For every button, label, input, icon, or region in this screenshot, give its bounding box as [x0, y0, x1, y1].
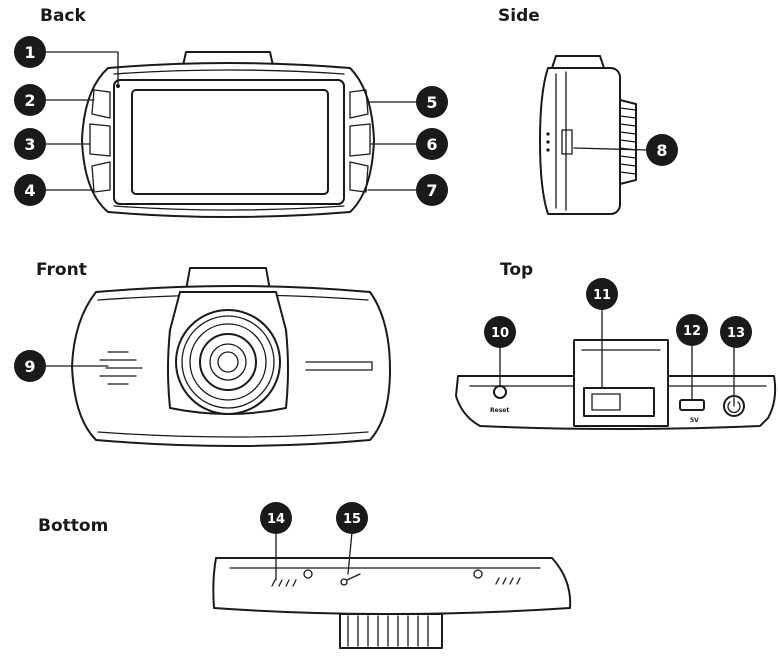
svg-text:10: 10	[491, 326, 509, 341]
callout-6: 6	[369, 128, 448, 160]
svg-text:11: 11	[593, 288, 611, 303]
svg-text:13: 13	[727, 326, 745, 341]
callout-15: 15	[336, 502, 368, 534]
label-top: Top	[500, 260, 534, 280]
callout-7: 7	[367, 174, 448, 206]
svg-text:4: 4	[24, 181, 35, 200]
svg-text:8: 8	[656, 141, 667, 160]
front-view	[45, 267, 391, 447]
svg-text:14: 14	[267, 512, 285, 527]
svg-text:15: 15	[343, 512, 361, 527]
svg-text:3: 3	[24, 135, 35, 154]
bottom-view	[212, 531, 572, 649]
callout-11: 11	[586, 278, 618, 310]
callout-4: 4	[14, 174, 95, 206]
usb-voltage-marking: 5V	[690, 417, 699, 424]
svg-text:6: 6	[426, 135, 437, 154]
back-view	[45, 51, 375, 218]
label-bottom: Bottom	[38, 516, 109, 536]
callout-12: 12	[676, 314, 708, 346]
callout-14: 14	[260, 502, 292, 534]
side-view	[539, 55, 649, 215]
svg-text:9: 9	[24, 357, 35, 376]
label-side: Side	[498, 6, 540, 26]
svg-text:12: 12	[683, 324, 701, 339]
callout-10: 10	[484, 316, 516, 348]
label-back: Back	[40, 6, 86, 26]
svg-text:7: 7	[426, 181, 437, 200]
reset-marking: Reset	[490, 407, 509, 414]
callout-8: 8	[646, 134, 678, 166]
top-view: Reset 5V	[455, 307, 777, 430]
callout-13: 13	[720, 316, 752, 348]
svg-text:5: 5	[426, 93, 437, 112]
callout-3: 3	[14, 128, 91, 160]
callout-1: 1	[14, 36, 46, 68]
callout-5: 5	[367, 86, 448, 118]
callout-9: 9	[14, 350, 46, 382]
svg-text:2: 2	[24, 91, 35, 110]
svg-text:1: 1	[24, 43, 35, 62]
label-front: Front	[36, 260, 87, 280]
callout-2: 2	[14, 84, 95, 116]
